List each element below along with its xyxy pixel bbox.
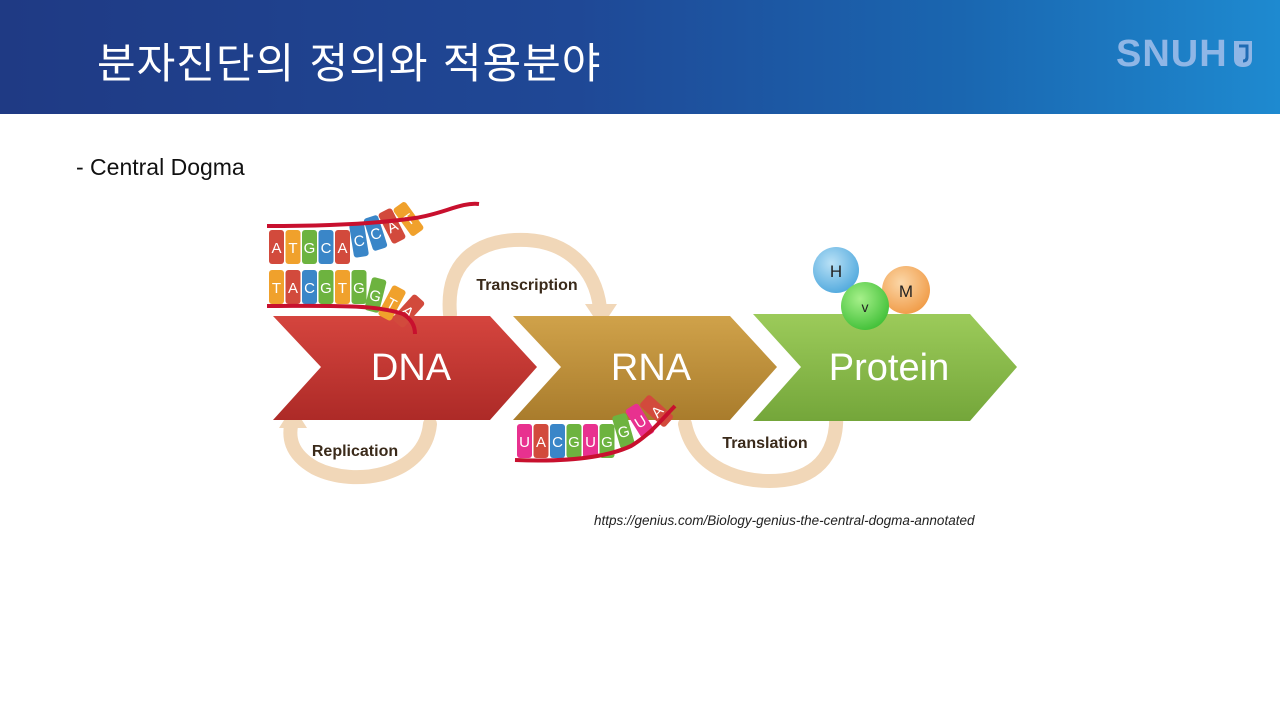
dna-backbone-bottom	[266, 303, 417, 335]
svg-text:A: A	[288, 280, 298, 297]
source-url: https://genius.com/Biology-genius-the-ce…	[594, 513, 975, 528]
protein-residue-v: v	[841, 282, 889, 330]
dna-bottom-base-4: T	[335, 270, 350, 304]
dna-backbone-top	[266, 201, 480, 228]
svg-text:A: A	[337, 240, 347, 257]
svg-text:M: M	[899, 282, 913, 301]
stage-label-dna: DNA	[371, 347, 452, 389]
bullet-central-dogma: - Central Dogma	[76, 154, 245, 180]
rna-base-5: G	[599, 424, 615, 458]
rna-base-7: U	[625, 403, 655, 439]
rna-base-4: U	[583, 424, 598, 458]
svg-text:G: G	[320, 280, 332, 297]
dna-top-base-1: T	[285, 230, 301, 264]
stage-label-protein: Protein	[829, 347, 949, 389]
dna-bottom-base-6: G	[364, 277, 387, 313]
snuh-logo: SNUH	[1116, 34, 1254, 74]
slide-header: 분자진단의 정의와 적용분야 SNUH	[0, 0, 1280, 114]
svg-text:C: C	[552, 434, 563, 451]
svg-text:G: G	[353, 280, 365, 297]
dna-top-base-0: A	[269, 230, 284, 264]
svg-text:C: C	[353, 232, 367, 251]
svg-text:T: T	[288, 240, 297, 257]
transcription-cycle-arrow	[442, 232, 607, 321]
rna-base-2: C	[550, 424, 565, 458]
rna-arrow	[513, 316, 777, 420]
svg-text:G: G	[601, 434, 613, 451]
svg-text:A: A	[271, 240, 281, 257]
svg-text:T: T	[338, 280, 347, 297]
dna-bottom-base-3: G	[318, 270, 334, 304]
svg-text:A: A	[536, 434, 546, 451]
stage-label-rna: RNA	[611, 347, 692, 389]
logo-text: SNUH	[1116, 33, 1228, 75]
protein-arrow	[753, 314, 1017, 421]
rna-base-3: G	[566, 424, 582, 458]
replication-cycle-arrow	[283, 411, 437, 485]
dna-bottom-base-2: C	[302, 270, 317, 304]
dna-bottom-base-0: T	[269, 270, 284, 304]
dna-bottom-base-5: G	[351, 270, 367, 304]
dna-top-base-2: G	[302, 230, 317, 264]
svg-text:U: U	[585, 434, 596, 451]
process-label-replication: Replication	[312, 443, 398, 460]
central-dogma-diagram: DNA RNA Protein Transcription Replicatio…	[266, 201, 1017, 488]
protein-residue-h: H	[813, 247, 859, 293]
slide-title: 분자진단의 정의와 적용분야	[97, 39, 602, 88]
svg-text:H: H	[830, 262, 842, 281]
svg-text:C: C	[321, 240, 332, 257]
process-label-translation: Translation	[722, 435, 807, 452]
svg-text:T: T	[272, 280, 281, 297]
svg-text:G: G	[367, 287, 382, 306]
svg-text:G: G	[304, 240, 316, 257]
translation-cycle-arrow	[678, 395, 844, 488]
rna-backbone	[514, 404, 677, 463]
rna-base-1: A	[533, 424, 549, 458]
dna-top-base-4: A	[335, 230, 350, 264]
protein-residue-m: M	[882, 266, 930, 314]
dna-bottom-base-1: A	[285, 270, 301, 304]
svg-text:G: G	[568, 434, 580, 451]
dna-top-base-3: C	[318, 230, 334, 264]
rna-base-6: G	[612, 413, 635, 449]
logo-mark-icon	[1233, 41, 1252, 67]
svg-text:C: C	[304, 280, 315, 297]
dna-top-base-5: C	[349, 222, 369, 258]
svg-text:U: U	[519, 434, 530, 451]
process-label-transcription: Transcription	[476, 277, 577, 294]
svg-text:G: G	[616, 423, 632, 443]
rna-base-0: U	[517, 424, 532, 458]
dna-bottom-base-8: A	[392, 294, 425, 328]
protein-residue-v-label: v	[862, 299, 869, 315]
dna-arrow	[273, 316, 537, 420]
svg-text:C: C	[368, 225, 384, 245]
